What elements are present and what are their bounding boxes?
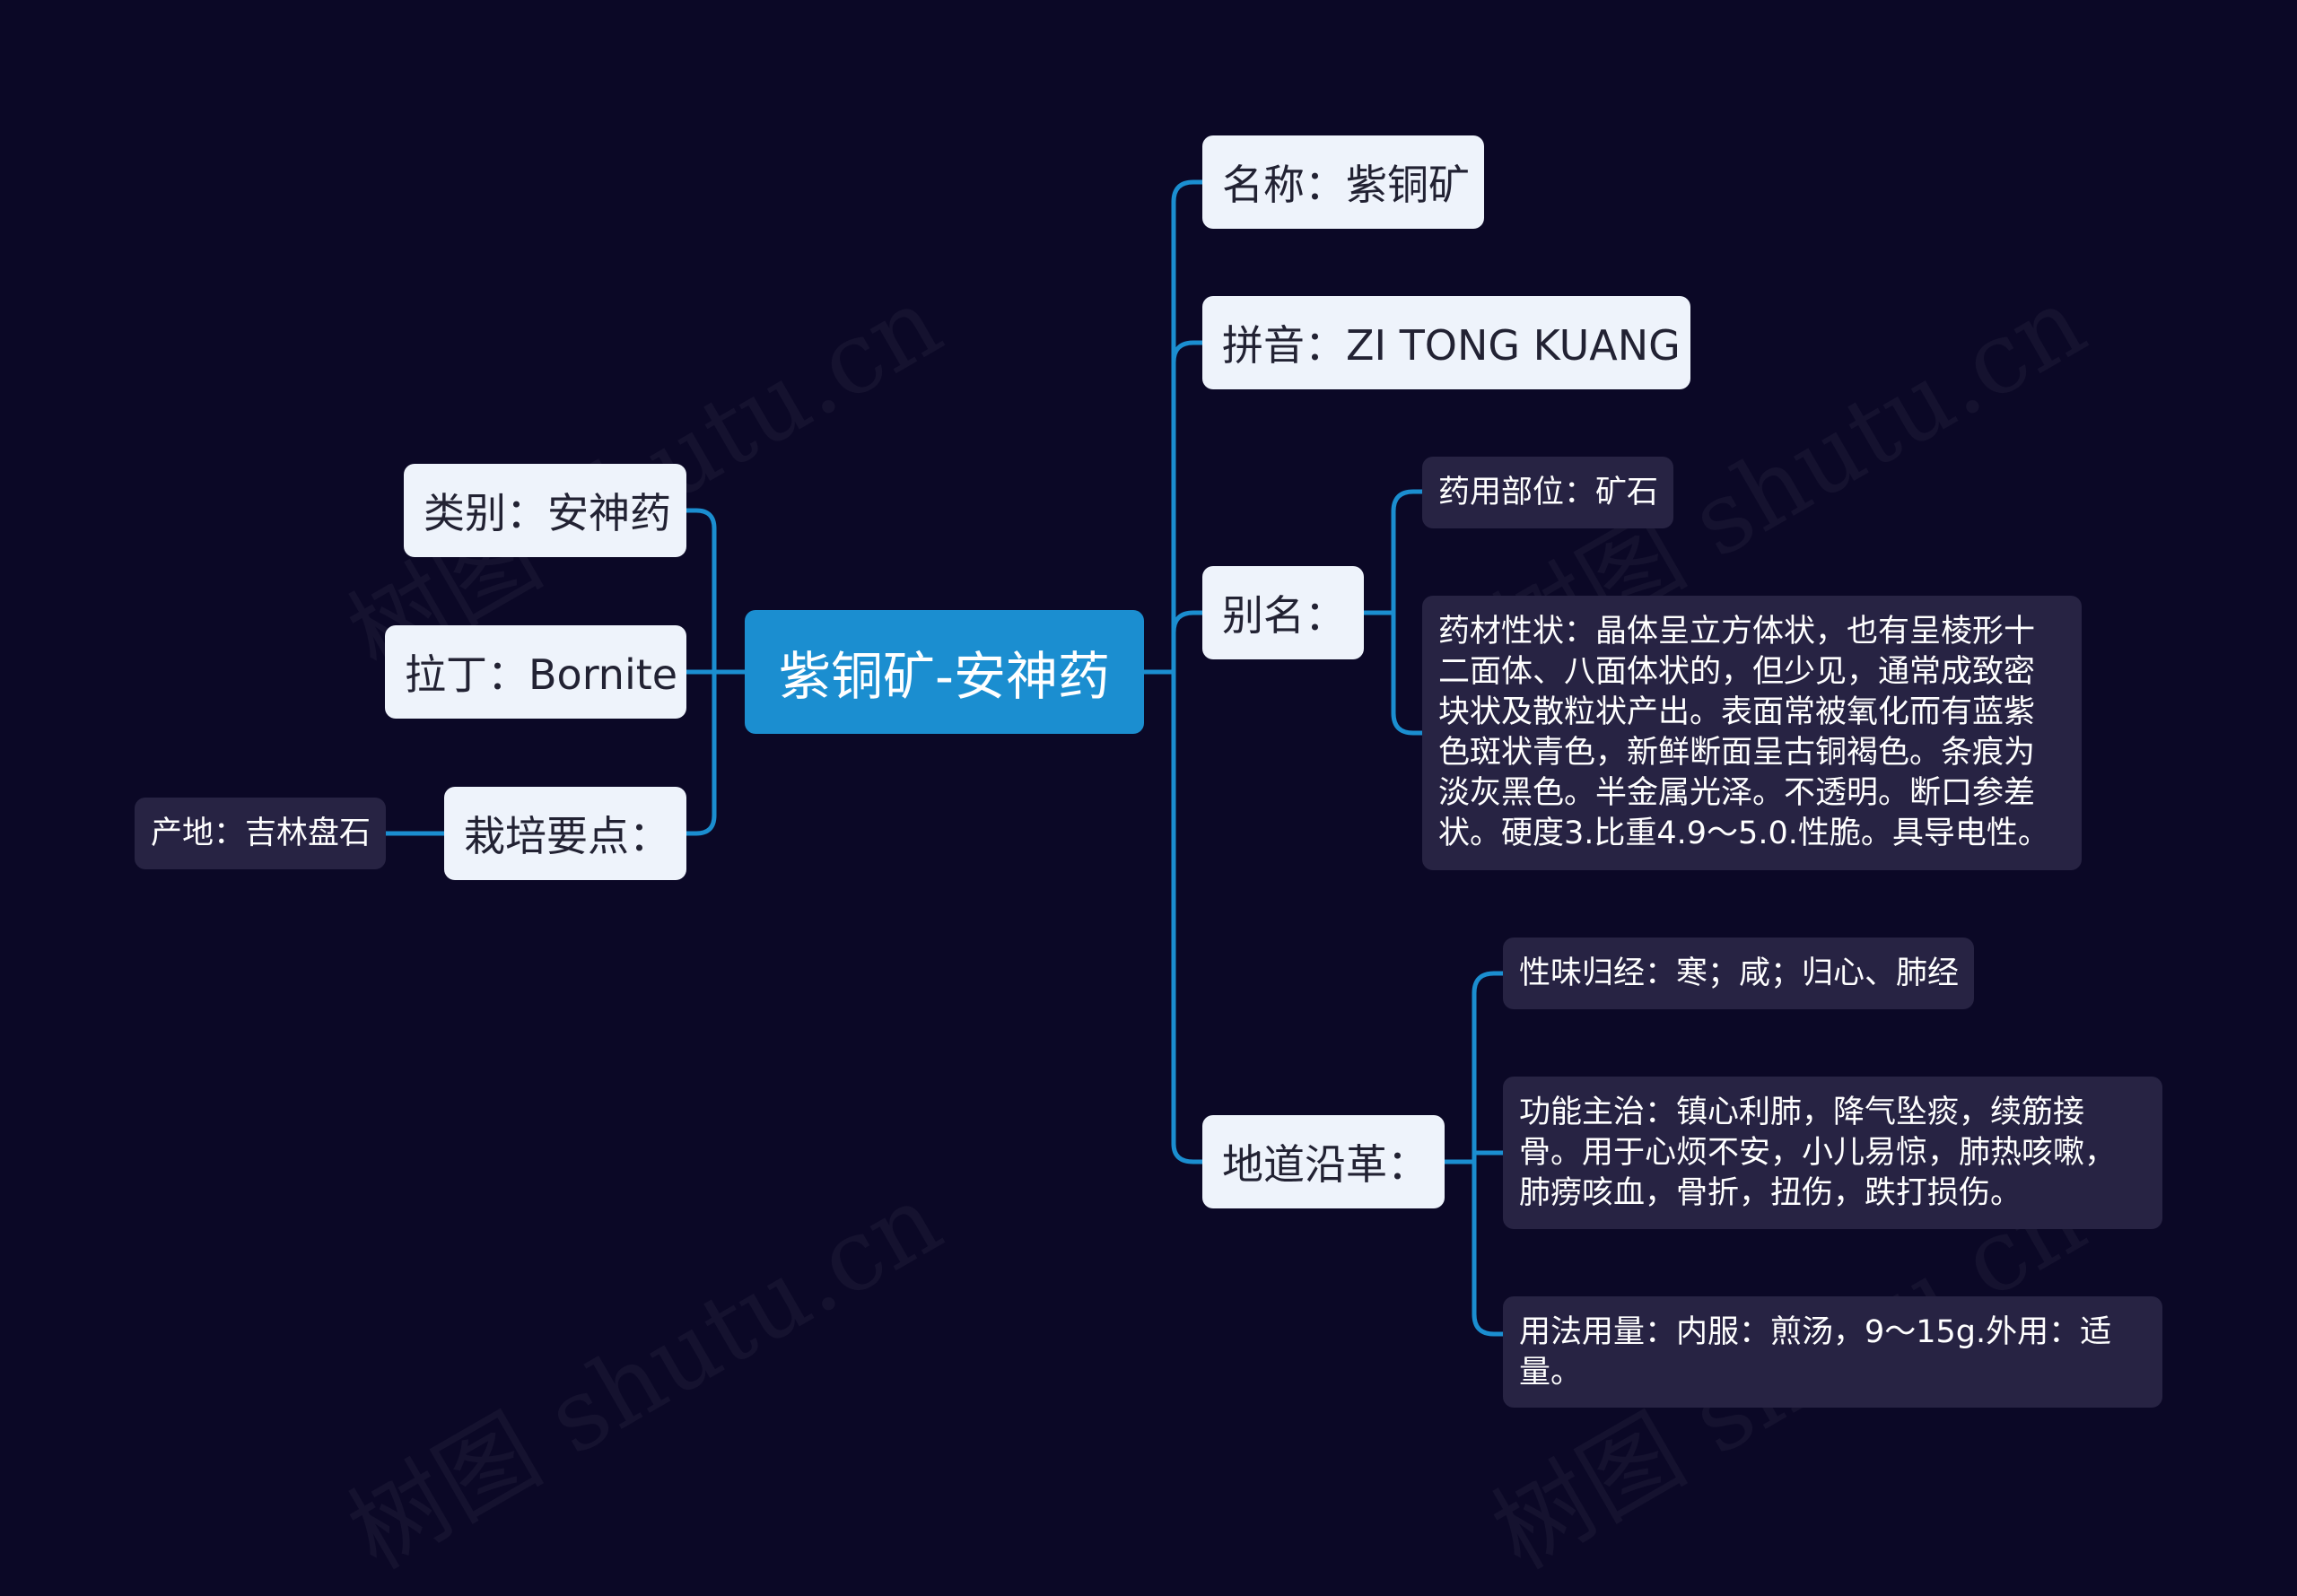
topic-category[interactable]: 类别：安神药 [404,464,686,557]
link-pinyin [1171,340,1205,365]
topic-name[interactable]: 名称：紫铜矿 [1202,135,1484,229]
link-taste [1472,971,1506,996]
topic-pinyin[interactable]: 拼音：ZI TONG KUANG [1202,296,1690,389]
topic-origin[interactable]: 产地：吉林盘石 [135,798,386,869]
topic-cultivation[interactable]: 栽培要点： [444,787,686,880]
link-usage [1472,1312,1506,1337]
mind-map: 树图 shutu.cn 树图 shutu.cn 树图 shutu.cn 树图 s… [135,135,2162,1591]
root-topic[interactable]: 紫铜矿-安神药 [745,610,1144,734]
topic-region[interactable]: 地道沿革： [1202,1115,1445,1208]
link-name [1171,179,1205,205]
link-category [684,508,717,531]
link-alias [1171,610,1205,635]
topic-alias[interactable]: 别名： [1202,566,1364,659]
link-part [1391,489,1425,514]
topic-taste-meridian[interactable]: 性味归经：寒；咸；归心、肺经 [1503,938,1974,1009]
link-properties [1391,711,1425,736]
link-cultivation [684,813,717,836]
connector-lines [383,179,1506,1337]
topic-latin[interactable]: 拉丁：Bornite [385,625,686,719]
topic-usage[interactable]: 用法用量：内服：煎汤，9～15g.外用：适量。 [1503,1296,2162,1408]
link-region [1171,1141,1205,1164]
topic-function[interactable]: 功能主治：镇心利肺，降气坠痰，续筋接骨。用于心烦不安，小儿易惊，肺热咳嗽，肺痨咳… [1503,1077,2162,1229]
topic-medicinal-part[interactable]: 药用部位：矿石 [1422,457,1673,528]
topic-properties[interactable]: 药材性状：晶体呈立方体状，也有呈棱形十二面体、八面体状的，但少见，通常成致密块状… [1422,596,2082,870]
